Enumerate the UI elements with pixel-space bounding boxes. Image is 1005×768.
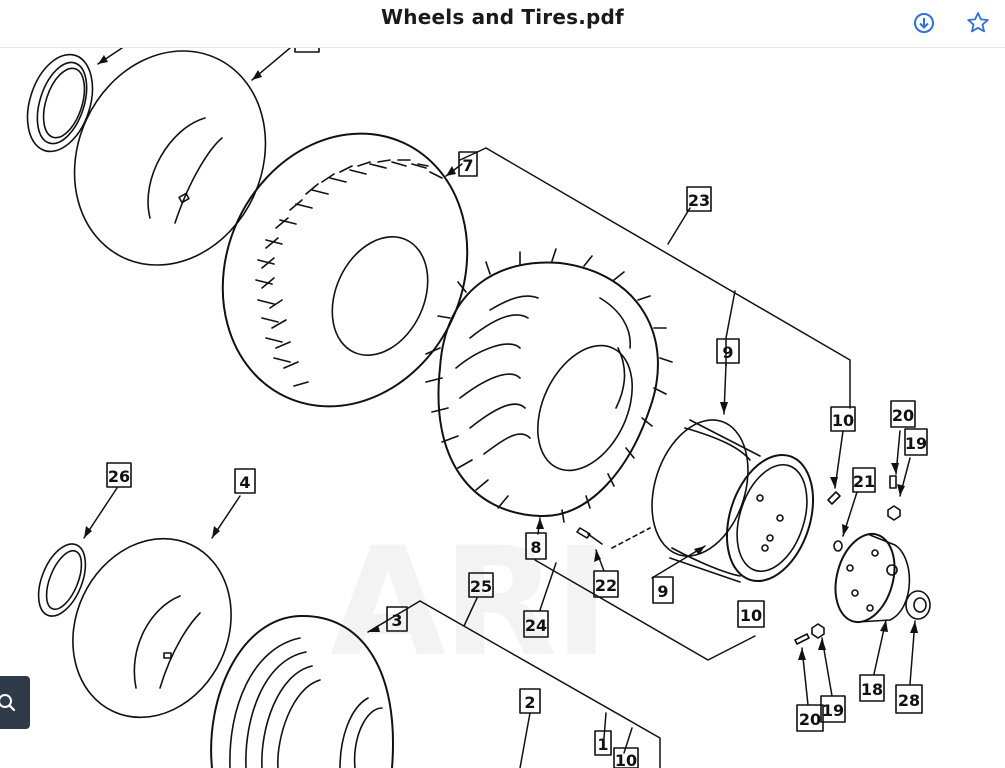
rib-tire bbox=[210, 614, 394, 768]
document-title: Wheels and Tires.pdf bbox=[381, 5, 624, 29]
search-icon bbox=[0, 694, 16, 712]
favorite-button[interactable] bbox=[961, 6, 995, 40]
callout-23: 23 bbox=[688, 191, 710, 210]
arrowheads bbox=[84, 55, 918, 660]
callout-24: 24 bbox=[525, 616, 547, 635]
callout-28: 28 bbox=[898, 691, 920, 710]
small-hardware bbox=[576, 475, 901, 645]
callout-8: 8 bbox=[530, 538, 541, 557]
callout-26: 26 bbox=[108, 467, 130, 486]
callout-25: 25 bbox=[470, 577, 492, 596]
callout-10-top: 10 bbox=[832, 411, 854, 430]
turf-tire bbox=[221, 132, 469, 408]
callout-19-bottom: 19 bbox=[822, 701, 844, 720]
callout-9-bottom: 9 bbox=[657, 582, 668, 601]
callout-10-lower: 10 bbox=[615, 751, 637, 768]
callout-10-bottom: 10 bbox=[740, 606, 762, 625]
callouts bbox=[106, 48, 928, 768]
callout-22: 22 bbox=[595, 576, 617, 595]
pdf-page-viewer[interactable]: ARI bbox=[0, 48, 1005, 768]
download-icon bbox=[914, 13, 934, 33]
hub-assembly bbox=[834, 532, 931, 624]
download-button[interactable] bbox=[907, 6, 941, 40]
inner-tube-top bbox=[73, 50, 267, 266]
tractor-tire bbox=[425, 248, 673, 523]
wheel-rim bbox=[611, 419, 815, 583]
callout-9-rim: 9 bbox=[722, 343, 733, 362]
callout-7: 7 bbox=[462, 156, 473, 175]
search-button[interactable] bbox=[0, 676, 30, 729]
callout-3: 3 bbox=[391, 611, 402, 630]
callout-box bbox=[458, 151, 478, 177]
inner-tube-bottom bbox=[72, 537, 232, 719]
viewer-header: Wheels and Tires.pdf bbox=[0, 0, 1005, 48]
flap-ring-top bbox=[26, 53, 94, 153]
flap-ring-bottom bbox=[37, 543, 87, 617]
callout-20-bottom: 20 bbox=[799, 710, 821, 729]
callout-2: 2 bbox=[524, 693, 535, 712]
callout-21: 21 bbox=[853, 472, 875, 491]
callout-4: 4 bbox=[239, 473, 250, 492]
callout-18: 18 bbox=[861, 680, 883, 699]
exploded-parts-diagram: 7 23 9 10 20 19 21 26 4 8 22 9 25 24 3 1… bbox=[26, 48, 931, 768]
star-icon bbox=[967, 12, 989, 33]
callout-1: 1 bbox=[597, 735, 608, 754]
callout-19-top: 19 bbox=[905, 434, 927, 453]
callout-20-top: 20 bbox=[892, 406, 914, 425]
